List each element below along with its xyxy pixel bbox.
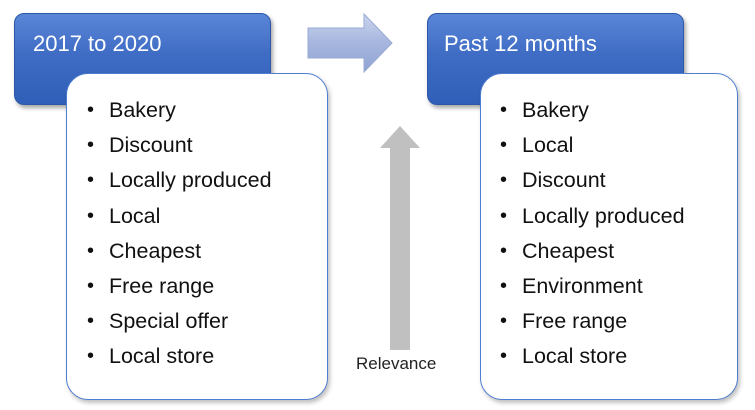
list-item: Free range [87,269,272,304]
relevance-up-arrow-icon [380,126,420,350]
list-item: Local [500,128,685,163]
list-item: Cheapest [500,234,685,269]
list-item: Environment [500,269,685,304]
list-item: Locally produced [87,163,272,198]
list-item: Discount [500,163,685,198]
list-item: Local store [500,339,685,374]
relevance-label: Relevance [356,354,437,373]
list-item: Free range [500,304,685,339]
list-item: Locally produced [500,199,685,234]
list-item: Local [87,199,272,234]
list-item: Local store [87,339,272,374]
list-item: Discount [87,128,272,163]
right-arrow-icon [307,12,393,74]
list-item: Bakery [87,93,272,128]
right-panel-title: Past 12 months [444,31,597,56]
list-item: Special offer [87,304,272,339]
list-item: Cheapest [87,234,272,269]
list-item: Bakery [500,93,685,128]
left-panel-list: Bakery Discount Locally produced Local C… [87,93,272,375]
right-panel-list: Bakery Local Discount Locally produced C… [500,93,685,375]
left-panel-title: 2017 to 2020 [33,31,162,56]
